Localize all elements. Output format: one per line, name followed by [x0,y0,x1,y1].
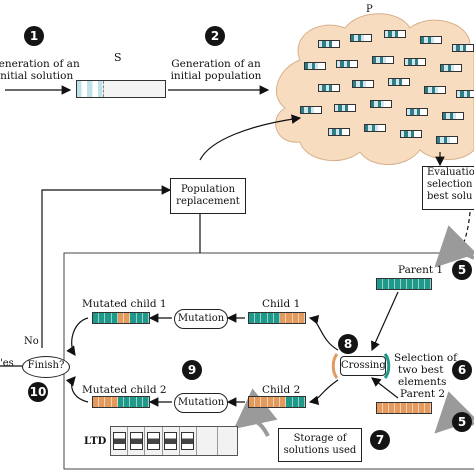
storage-line-2: solutions used [283,445,357,456]
arrow-parent2-crossing [371,377,399,399]
parent-2-label: Parent 2 [400,388,446,400]
mutated-child-1-chromosome [92,312,150,324]
selection-line-3: elements [398,376,447,388]
step-badge-8: 8 [338,334,358,354]
parent-1-chromosome [376,278,432,290]
gen-solution-label-1: Generation of an [0,58,80,70]
population-individual [318,40,340,48]
gen-population-label-2: initial population [170,70,262,82]
arrow-crossing-child2 [308,379,339,406]
step-badge-10: 10 [28,382,48,402]
step-badge-1: 1 [24,26,44,46]
population-individual [406,108,428,116]
population-p-label: P [366,4,373,15]
mutation-step-2: Mutation [174,393,228,413]
mutated-child-2-label: Mutated child 2 [82,384,167,396]
evaluation-box: Evaluatio selection best solu [422,166,474,210]
population-individual [424,86,446,94]
solution-s-label: S [114,51,122,64]
population-individual [370,100,392,108]
mutation-step-1: Mutation [174,309,228,329]
no-label: No [24,336,39,347]
crossing-bracket-right [383,353,391,379]
child-2-chromosome [248,396,306,408]
population-individual [364,124,386,132]
population-individual [436,136,458,144]
population-individual [404,58,426,66]
mutated-child-1-label: Mutated child 1 [82,298,167,310]
storage-box: Storage of solutions used [278,428,362,462]
selection-line-1: Selection of [394,352,458,364]
step-badge-6: 6 [452,360,472,380]
population-individual [384,30,406,38]
replacement-line-2: replacement [176,196,240,207]
step-badge-5-top: 5 [452,260,472,280]
step-badge-9: 9 [182,360,202,380]
population-individual [318,84,340,92]
arrow-replacement-to-cloud [199,114,302,161]
population-individual [336,60,358,68]
step-badge-5-bottom: 5 [452,412,472,432]
arrow-crossing-child1 [308,314,339,351]
step-badge-2: 2 [205,26,225,46]
population-individual [304,62,326,70]
solution-chromosome [76,80,166,98]
population-individual [334,104,356,112]
mutated-child-2-chromosome [92,396,150,408]
yes-label: 'es [0,358,14,369]
evaluation-line-3: best solu [427,191,473,202]
finish-decision: Finish? [22,356,70,378]
storage-line-1: Storage of [293,433,347,444]
population-individual [372,56,394,64]
child-1-label: Child 1 [262,298,301,310]
population-cloud [275,13,474,165]
population-replacement-box: Population replacement [170,178,246,214]
population-individual [400,130,422,138]
population-individual [388,78,410,86]
arrow-no-loop [41,185,172,348]
crossing-bracket-left [331,353,339,379]
parent-1-label: Parent 1 [398,264,444,276]
population-individual [442,112,464,120]
evaluation-line-1: Evaluatio [427,167,474,178]
child-1-chromosome [248,312,306,324]
replacement-line-1: Population [180,184,236,195]
population-individual [352,80,374,88]
population-individual [420,36,442,44]
step-badge-7: 7 [370,430,390,450]
crossing-step: Crossing [340,356,386,376]
arrow-parent1-crossing [371,291,399,352]
evaluation-line-2: selection [427,179,473,190]
arrow-mc2-finish [65,376,89,403]
population-individual [350,34,372,42]
population-individual [456,90,474,98]
population-individual [440,64,462,72]
population-individual [328,128,350,136]
ltd-label: LTD [84,436,107,447]
gen-population-label-1: Generation of an [171,58,261,70]
population-individual [300,106,322,114]
population-individual [452,44,474,52]
gray-arrow-storage [233,388,278,437]
ltd-storage [110,426,238,456]
selection-line-2: two best [398,364,444,376]
gen-solution-label-2: initial solution [0,70,74,82]
child-2-label: Child 2 [262,384,301,396]
gray-arrow-parent1 [434,225,474,268]
parent-2-chromosome [376,402,432,414]
arrow-mc1-finish [66,317,89,356]
